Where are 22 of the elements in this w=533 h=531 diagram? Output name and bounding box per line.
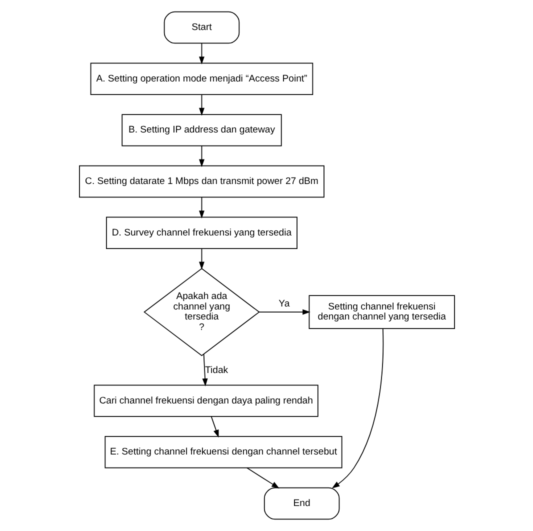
node-box: C. Setting datarate 1 Mbps dan transmit power 27 dBm bbox=[78, 165, 324, 198]
node-box: Cari channel frekuensi dengan daya paling rendah bbox=[93, 384, 318, 417]
edge-label: Tidak bbox=[204, 364, 228, 376]
arrow bbox=[210, 416, 218, 438]
node-box: End bbox=[263, 487, 340, 520]
node-box: E. Setting channel frekuensi dengan channel tersebut bbox=[104, 436, 342, 468]
arrow bbox=[198, 94, 204, 116]
node-box: B. Setting IP address dan gateway bbox=[121, 114, 282, 146]
arrow bbox=[331, 328, 384, 488]
edge-label: Ya bbox=[278, 298, 290, 310]
node-box: D. Survey channel frekuensi yang tersedia bbox=[106, 216, 297, 249]
arrow bbox=[246, 467, 279, 488]
node-box: Setting channel frekuensi dengan channel yang tersedia bbox=[308, 295, 454, 330]
node-box: A. Setting operation mode menjadi “Access Point” bbox=[90, 62, 313, 95]
node-box: Start bbox=[163, 11, 240, 44]
arrow bbox=[258, 309, 310, 315]
arrow bbox=[198, 248, 204, 270]
node-diamond: Apakah ada channel yang tersedia ? bbox=[143, 268, 260, 356]
arrow bbox=[198, 196, 204, 218]
arrow bbox=[198, 42, 204, 64]
arrow bbox=[198, 146, 204, 168]
arrow bbox=[202, 354, 208, 386]
